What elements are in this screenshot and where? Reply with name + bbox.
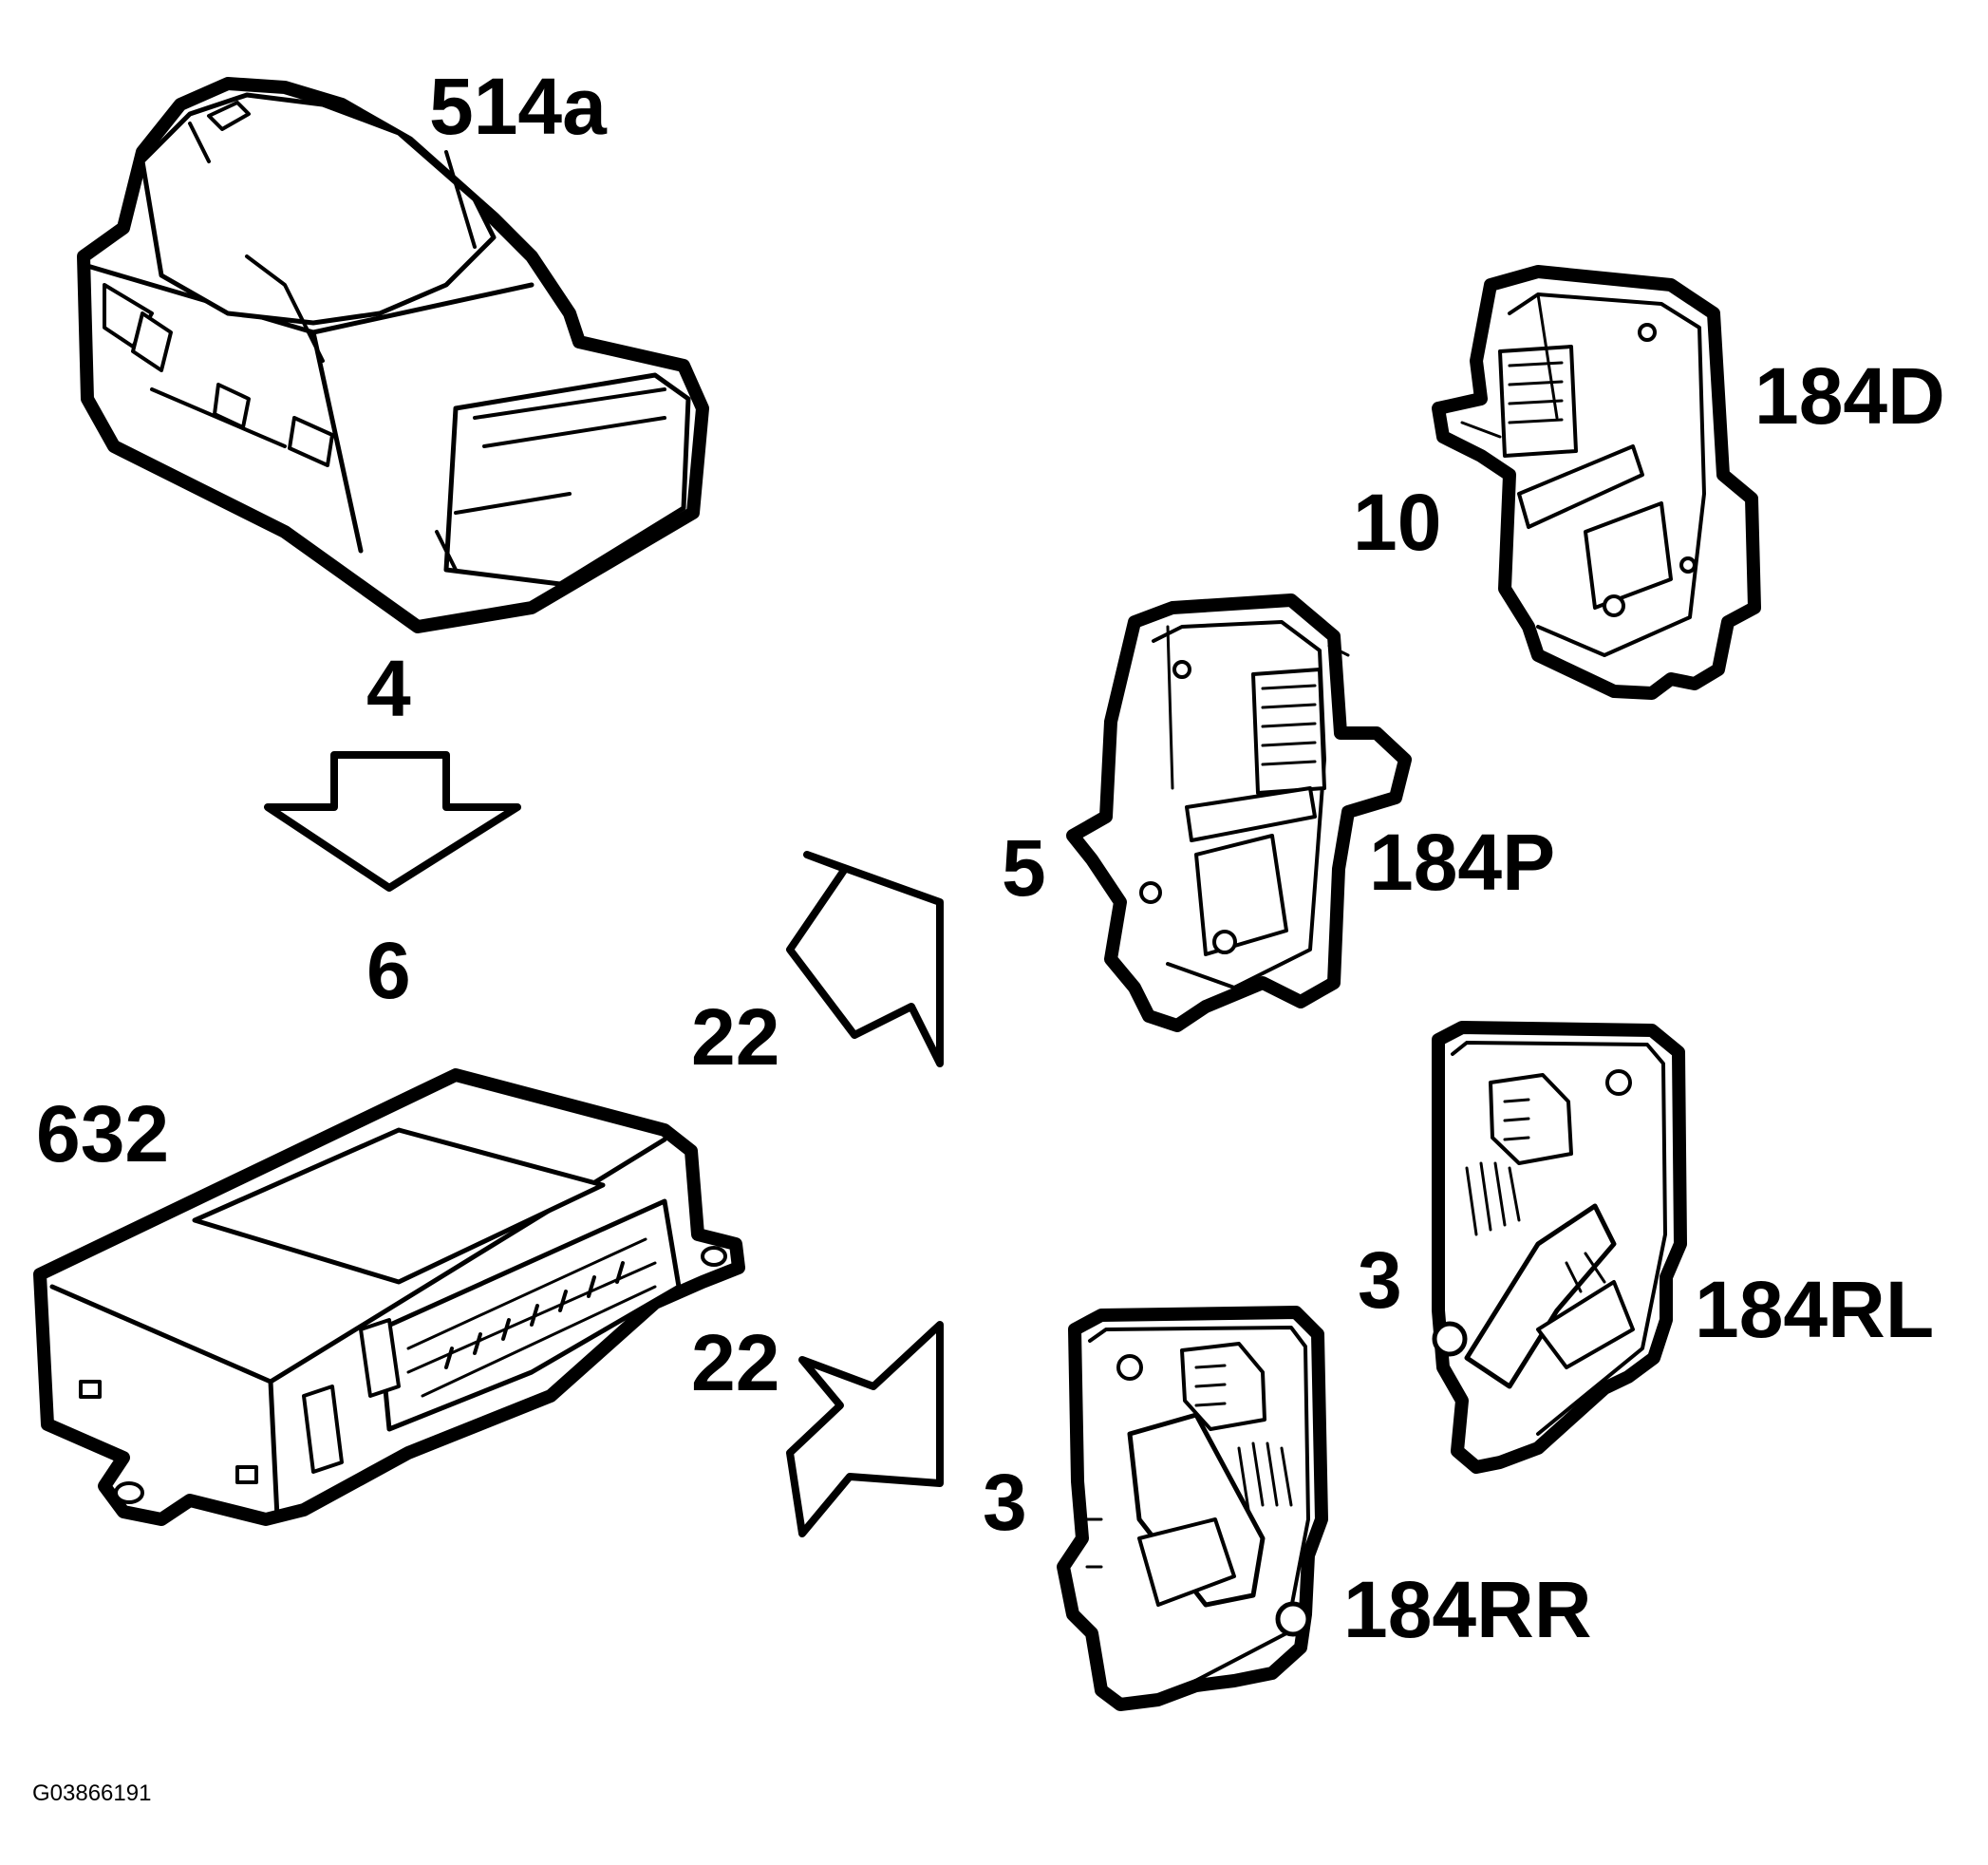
lower-flow-arrow-icon <box>786 1321 944 1537</box>
upper-flow-arrow-icon <box>786 851 944 1067</box>
control-module-drawing <box>33 1068 745 1526</box>
lock-184d-label: 184D <box>1754 351 1945 441</box>
lock-184rr-label: 184RR <box>1343 1565 1592 1654</box>
lock-184rl-pin-count: 3 <box>1358 1235 1402 1325</box>
lock-184p-drawing <box>1066 593 1412 1032</box>
down-arrow-icon <box>264 751 521 892</box>
lock-184rr-drawing <box>1057 1306 1328 1711</box>
lock-184d-drawing <box>1432 265 1761 700</box>
module-label: 632 <box>36 1089 170 1178</box>
upper-flow-label: 22 <box>691 992 780 1082</box>
switch-label: 514a <box>429 62 607 151</box>
window-switch-drawing <box>77 77 709 633</box>
lock-184d-pin-count: 10 <box>1353 478 1442 567</box>
lock-184p-pin-count: 5 <box>1002 823 1046 913</box>
lock-184rl-label: 184RL <box>1695 1265 1935 1354</box>
arrow-top-label: 4 <box>366 644 411 733</box>
lock-184p-label: 184P <box>1369 818 1556 907</box>
arrow-bottom-label: 6 <box>366 926 411 1015</box>
lock-184rr-pin-count: 3 <box>983 1458 1027 1547</box>
lower-flow-label: 22 <box>691 1318 780 1407</box>
lock-184rl-drawing <box>1432 1021 1687 1474</box>
figure-code: G03866191 <box>32 1780 152 1806</box>
